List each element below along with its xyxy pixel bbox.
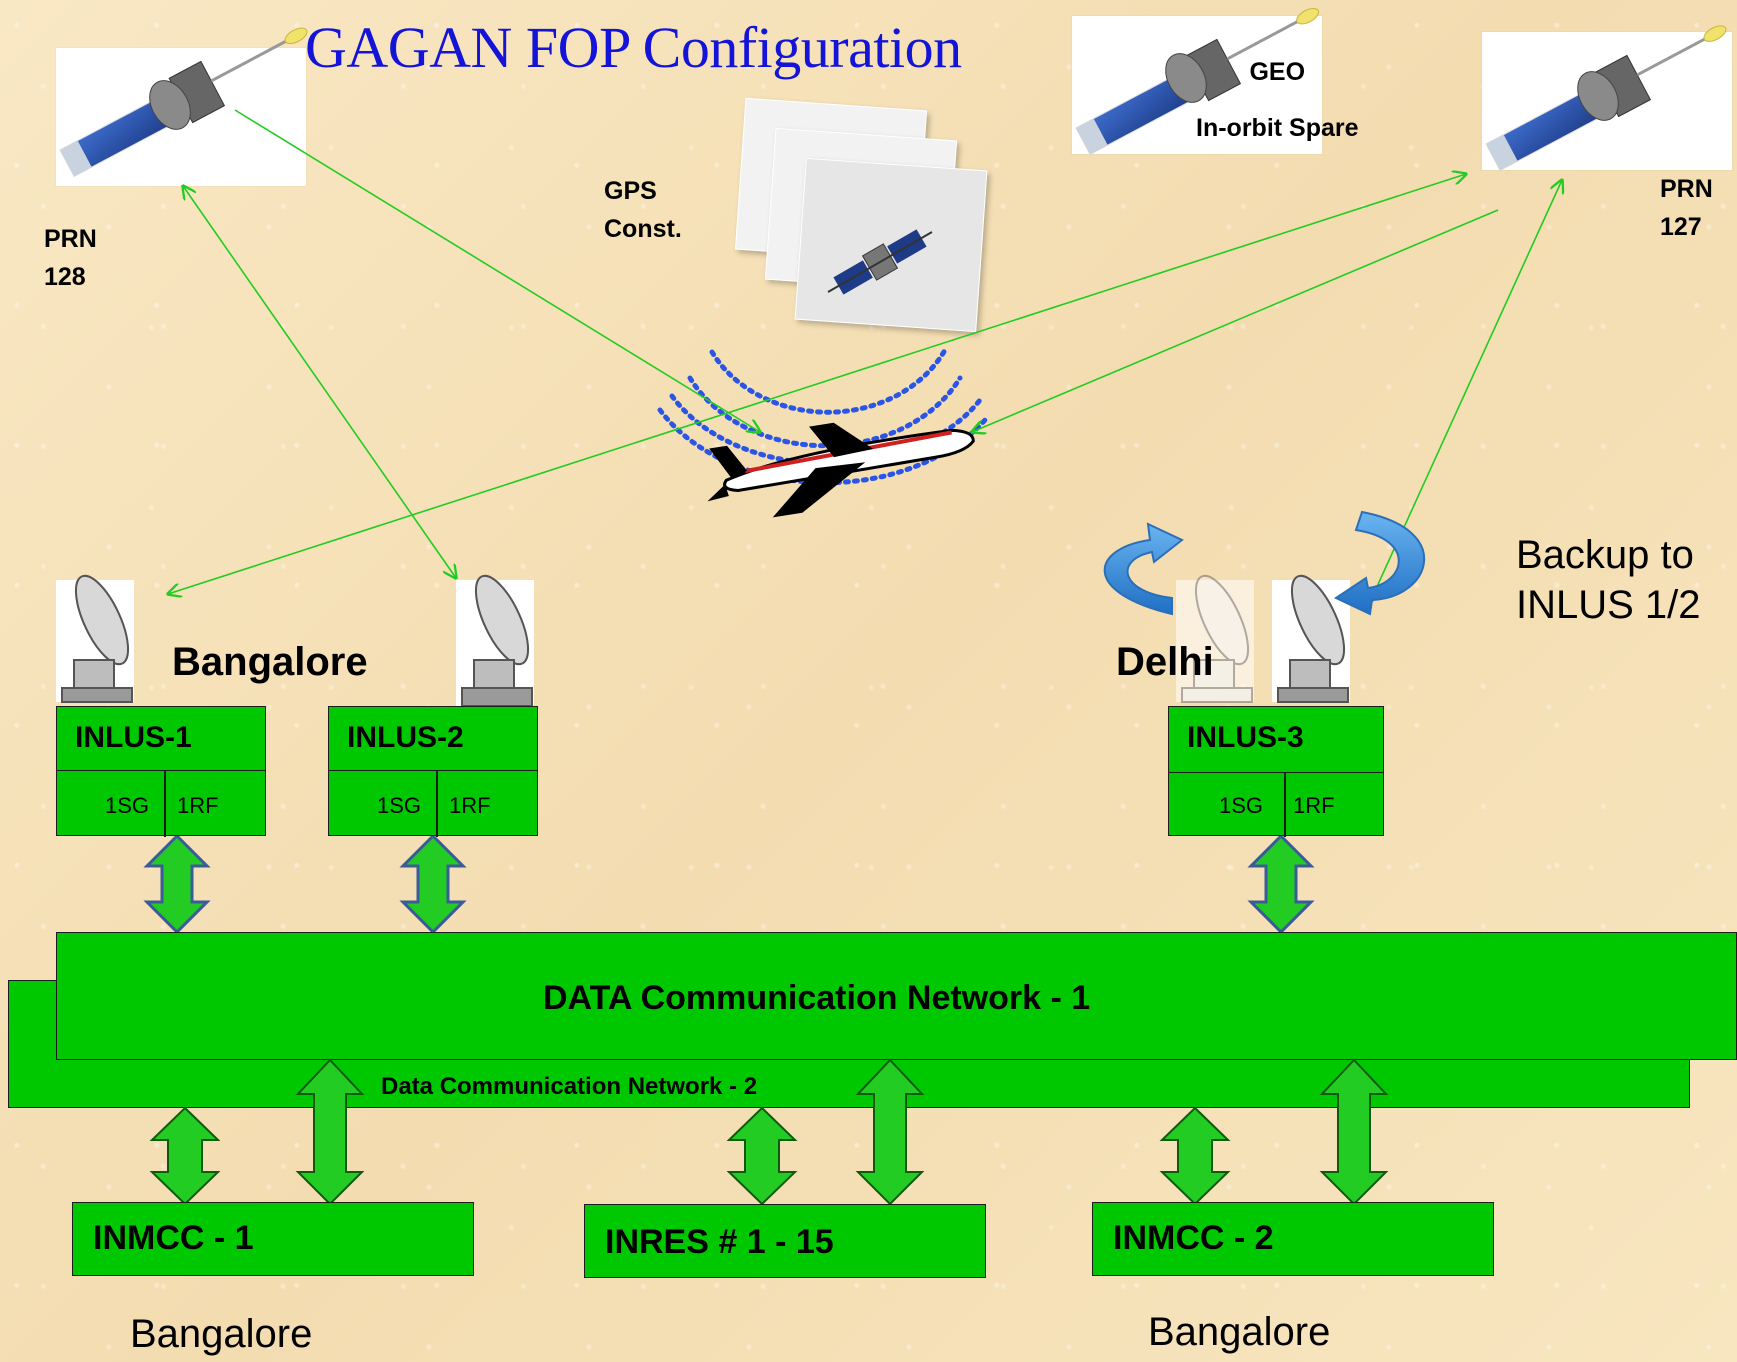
inres-box: INRES # 1 - 15: [584, 1204, 986, 1278]
inres-label: INRES # 1 - 15: [605, 1223, 834, 1261]
satellite-prn127-icon: [1485, 25, 1727, 172]
inlus1-sg: 1SG: [105, 793, 150, 818]
inmcc1-label: INMCC - 1: [93, 1219, 254, 1257]
bangalore-top-label: Bangalore: [172, 640, 368, 684]
prn127-label: PRN 127: [1660, 175, 1713, 241]
signal-prn127-to-inlus1: [168, 174, 1466, 594]
satellite-geo-spare-icon: [1075, 7, 1320, 156]
inlus1-label: INLUS-1: [75, 721, 192, 754]
bottom-city-right: Bangalore: [1148, 1310, 1331, 1354]
inlus2-header: INLUS-2: [329, 707, 537, 771]
inlus1-rf: 1RF: [177, 793, 219, 818]
inlus3-header: INLUS-3: [1169, 707, 1383, 773]
inlus2-divider: [436, 771, 438, 837]
inlus1-header: INLUS-1: [57, 707, 265, 771]
inmcc2-label: INMCC - 2: [1113, 1219, 1274, 1257]
dcn-bottom-arrows: [149, 1058, 1389, 1206]
dcn1-label: DATA Communication Network - 1: [543, 979, 1091, 1017]
inlus2-rf: 1RF: [449, 793, 491, 818]
inlus2-box: INLUS-2 1SG 1RF: [328, 706, 538, 837]
backup-rotate-arrows: [1103, 510, 1425, 616]
prn128-label: PRN 128: [44, 225, 97, 291]
inlus3-sg: 1SG: [1219, 793, 1264, 818]
inlus3-divider: [1284, 773, 1286, 837]
inmcc2-box: INMCC - 2: [1092, 1202, 1494, 1276]
inlus3-box: INLUS-3 1SG 1RF: [1168, 706, 1384, 837]
inlus2-sg: 1SG: [377, 793, 422, 818]
inlus3-rf: 1RF: [1293, 793, 1335, 818]
backup-note: Backup to INLUS 1/2: [1516, 533, 1701, 627]
page-title: GAGAN FOP Configuration: [305, 15, 962, 80]
antenna-delhi-faded-image: [1176, 580, 1254, 702]
inlus1-box: INLUS-1 1SG 1RF: [56, 706, 266, 837]
dcn2-label: Data Communication Network - 2: [381, 1073, 758, 1100]
antenna-dishes: [61, 574, 1349, 707]
inmcc1-box: INMCC - 1: [72, 1202, 474, 1276]
delhi-label: Delhi: [1116, 640, 1214, 684]
geo-spare-label: GEO In-orbit Spare: [1196, 58, 1359, 142]
bottom-city-left: Bangalore: [130, 1312, 313, 1356]
inlus2-label: INLUS-2: [347, 721, 464, 754]
satellite-prn128-icon: [59, 27, 308, 178]
dcn1-box: DATA Communication Network - 1: [56, 932, 1737, 1060]
gps-label: GPS Const.: [604, 177, 682, 243]
inlus3-label: INLUS-3: [1187, 721, 1304, 754]
inlus1-divider: [164, 771, 166, 837]
